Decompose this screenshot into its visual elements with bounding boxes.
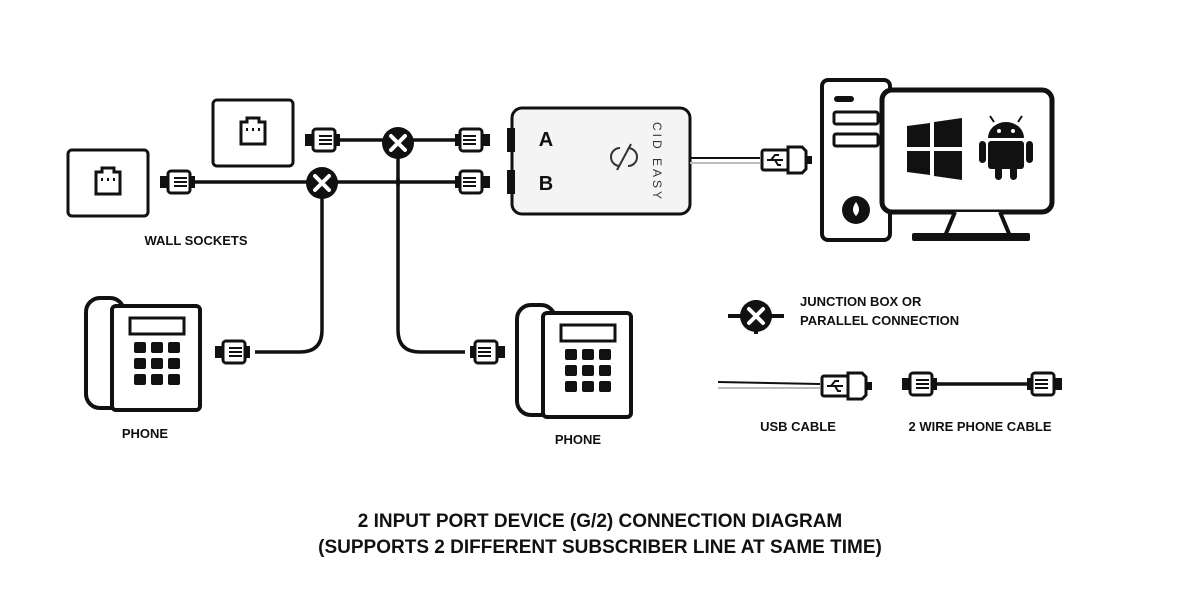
diagram-title-line2: (SUPPORTS 2 DIFFERENT SUBSCRIBER LINE AT…	[318, 537, 882, 558]
device-port-b-label: B	[539, 173, 553, 195]
monitor-icon	[879, 87, 1055, 241]
legend: JUNCTION BOX OR PARALLEL CONNECTION USB …	[717, 294, 1062, 434]
phone-left-icon	[84, 296, 202, 412]
legend-junction-label-line1: JUNCTION BOX OR	[800, 294, 922, 309]
wall-socket-left-icon	[66, 148, 150, 218]
legend-phone-cable-label: 2 WIRE PHONE CABLE	[908, 419, 1051, 434]
device-brand-text: CID EASY	[650, 122, 664, 202]
cid-device: A B CID EASY	[507, 106, 760, 216]
legend-junction-label-line2: PARALLEL CONNECTION	[800, 313, 959, 328]
rj11-plug-icon	[213, 339, 252, 365]
rj11-plug-icon	[303, 127, 342, 153]
legend-usb-cable-icon	[717, 371, 874, 401]
junction-icon	[380, 125, 416, 161]
rj11-plug-icon	[455, 129, 490, 151]
wall-socket-top-icon	[211, 98, 295, 168]
rj11-plug-icon	[470, 341, 505, 363]
junction-icon	[304, 165, 340, 201]
computer-tower-icon	[820, 78, 892, 242]
usb-plug-icon	[760, 145, 814, 175]
android-logo-icon	[979, 115, 1033, 180]
device-logo-icon	[610, 143, 638, 171]
windows-logo-icon	[907, 118, 962, 180]
wall-sockets-label: WALL SOCKETS	[144, 233, 247, 248]
legend-junction-icon	[728, 298, 784, 334]
rj11-plug-icon	[158, 169, 197, 195]
phone-left-label: PHONE	[122, 426, 169, 441]
legend-phone-cable-icon	[900, 371, 1062, 397]
legend-usb-cable-label: USB CABLE	[760, 419, 836, 434]
phone-right-label: PHONE	[555, 432, 602, 447]
phone-right-icon	[515, 303, 633, 419]
rj11-plug-icon	[455, 171, 490, 193]
device-port-a-label: A	[539, 129, 553, 151]
diagram-title-line1: 2 INPUT PORT DEVICE (G/2) CONNECTION DIA…	[358, 511, 843, 532]
